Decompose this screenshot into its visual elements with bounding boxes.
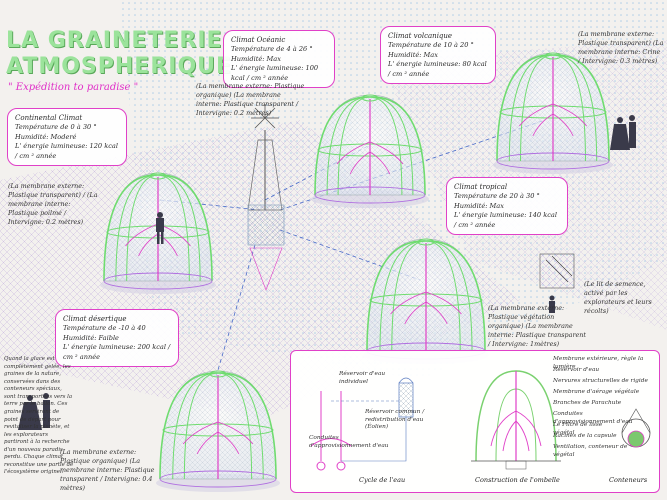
label-roots: Racines de la capsule	[553, 433, 617, 439]
page-title-line2: ATMOSPHERIQUE	[6, 54, 233, 79]
card-title: Climat Océanic	[231, 36, 286, 44]
label-plant-membrane: Membrane d'aérage végétale	[553, 389, 640, 395]
card-title: Climat tropical	[454, 183, 508, 191]
note-oceanic-membrane: (La membrane externe: Plastique organiqu…	[196, 82, 305, 117]
label-reservoir-common: Réservoir commun / redistribution d'eau …	[365, 409, 425, 431]
dome-volcanic-icon	[493, 52, 613, 174]
label-ventilation: Ventilation, conteneur de végétal	[553, 444, 628, 458]
seed-box-icon	[539, 253, 575, 289]
label-pipes: Conduites d'approvisionnement d'eau	[309, 435, 389, 449]
label-ribs: Nervures structurelles de rigide	[553, 378, 648, 384]
card-light: L' énergie lumineuse: 140 kcal / cm ² an…	[454, 211, 557, 229]
label-umbrella: Branches de Parachute	[553, 400, 622, 406]
note-volcanic-membrane: (La membrane externe: Plastique transpar…	[578, 30, 664, 65]
card-humidity: Humidité: Max	[231, 54, 281, 63]
card-continental: Continental Climat Température de 0 à 30…	[7, 108, 127, 167]
card-temp: Température de -10 à 40	[63, 324, 146, 333]
card-light: L' énergie lumineuse: 120 kcal / cm ² an…	[15, 142, 118, 160]
card-desert: Climat désertique Température de -10 à 4…	[55, 309, 179, 368]
card-title: Climat désertique	[63, 315, 127, 323]
dome-desert-icon	[156, 370, 280, 492]
card-humidity: Humidité: Faible	[63, 333, 119, 342]
note-seed-box: (Le lit de semence, activé par les explo…	[584, 280, 652, 315]
card-light: L' énergie lumineuse: 80 kcal / cm ² ann…	[388, 60, 487, 78]
label-filter: Le Filtre de lisse végétal	[553, 422, 603, 436]
caption-water-cycle: Cycle de l'eau	[359, 476, 406, 484]
label-outer-membrane: Membrane extérieure, règle la lumière	[553, 356, 644, 370]
card-humidity: Humidité: Max	[388, 50, 438, 59]
card-title: Climat volcanique	[388, 32, 453, 40]
card-humidity: Humidité: Moderé	[15, 132, 77, 141]
card-title: Continental Climat	[15, 114, 83, 122]
couple-figure-icon	[610, 115, 636, 150]
explorer-figure-icon	[156, 212, 164, 244]
umbrella-structure-icon	[471, 370, 561, 470]
label-reservoir-water: Réservoir d'eau	[553, 367, 600, 373]
container-icon	[621, 408, 651, 448]
caption-structure: Construction de l'ombelle	[475, 476, 560, 484]
card-light: L' énergie lumineuse: 200 kcal / cm ² an…	[63, 343, 171, 361]
dome-tropical-icon	[363, 238, 489, 364]
note-tropical-membrane: (La membrane externe: Plastique végétati…	[488, 304, 586, 348]
card-temp: Température de 20 à 30 °	[454, 192, 540, 201]
caption-containers: Conteneurs	[609, 476, 648, 484]
water-cycle-icon	[310, 377, 414, 471]
label-reservoir-indiv: Réservoir d'eau individuel	[339, 371, 386, 385]
card-light: L' énergie lumineuse: 100 kcal / cm ² an…	[231, 64, 319, 82]
page-subtitle: " Expédition to paradise "	[8, 82, 139, 93]
details-drawing	[310, 370, 651, 471]
card-temp: Température de 0 à 30 °	[15, 123, 97, 132]
card-oceanic: Climat Océanic Température de 4 à 26 ° H…	[223, 30, 335, 89]
dome-oceanic-icon	[311, 94, 429, 208]
page-title-line1: LA GRAINETERIE	[6, 28, 223, 53]
card-volcanic: Climat volcanique Température de 10 à 20…	[380, 26, 496, 85]
card-tropical: Climat tropical Température de 20 à 30 °…	[446, 177, 568, 236]
windmill-tower-icon	[247, 104, 285, 291]
details-panel: Réservoir d'eau individuel Réservoir com…	[290, 350, 660, 493]
label-feed-pipes: Conduites d'approvisionnement d'eau	[553, 411, 633, 425]
note-desert-membrane: (La membrane externe: Plastique organiqu…	[60, 448, 155, 492]
explorer-figure-icon-2	[549, 295, 555, 313]
note-story: Quand la glace est complétement gelée, l…	[4, 356, 74, 476]
card-temp: Température de 10 à 20 °	[388, 41, 474, 50]
card-humidity: Humidité: Max	[454, 201, 504, 210]
note-continental-membrane: (La membrane externe: Plastique transpar…	[8, 182, 98, 226]
couple-figure-icon-2	[18, 393, 50, 430]
card-temp: Température de 4 à 26 °	[231, 45, 313, 54]
